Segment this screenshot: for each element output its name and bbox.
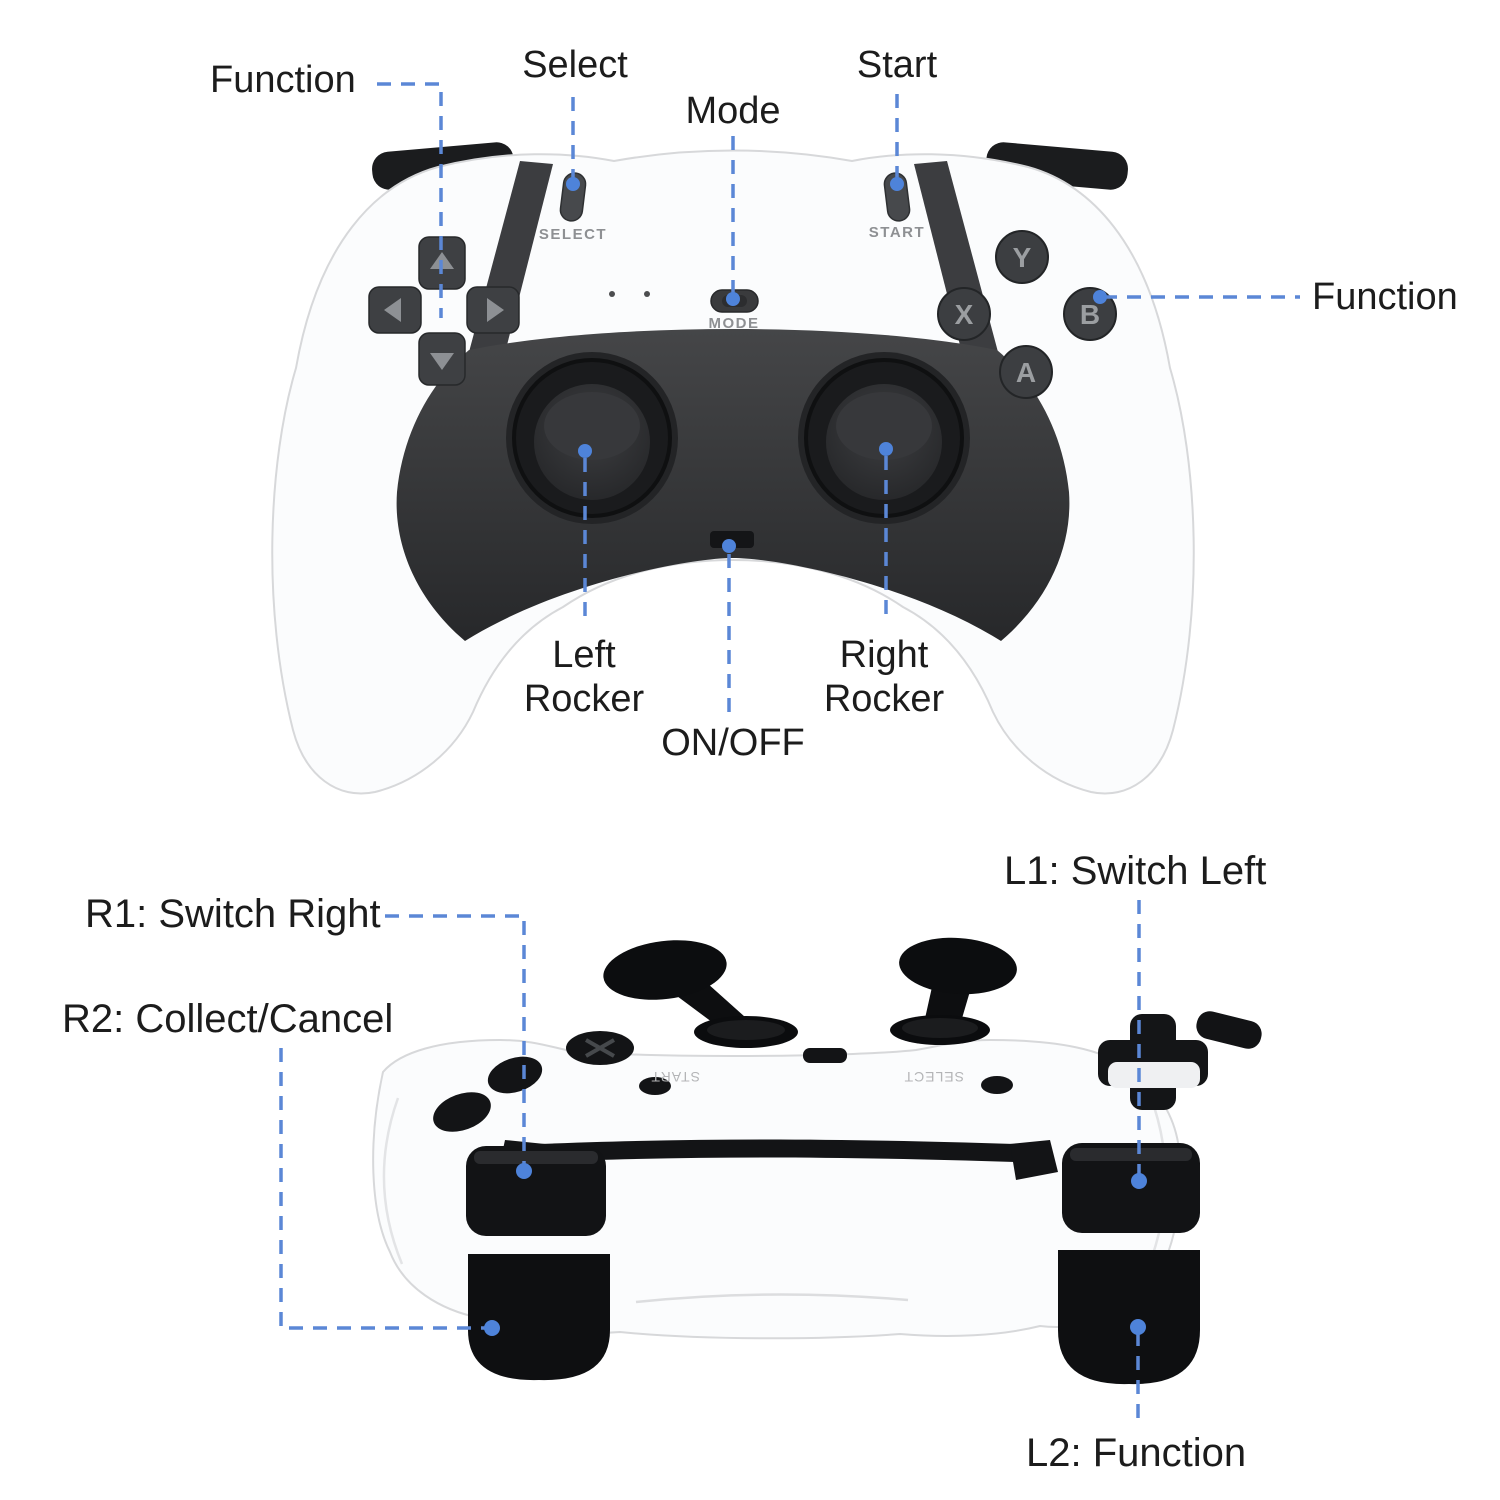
back-start-print: START [650, 1069, 700, 1085]
a-button-letter: A [1016, 357, 1036, 388]
led-dot-1 [609, 291, 615, 297]
l1-button-highlight [1070, 1148, 1192, 1161]
label-right-rocker: Right Rocker [823, 634, 945, 720]
dpad-down-arrow-icon [430, 353, 454, 370]
label-l1: L1: Switch Left [1004, 849, 1267, 893]
b-button-letter: B [1080, 299, 1100, 330]
back-left-stick [603, 940, 798, 1048]
back-trim-band [540, 1139, 1015, 1162]
x-button [937, 287, 991, 341]
label-mode: Mode [685, 90, 781, 132]
back-dpad-highlight [1108, 1062, 1200, 1088]
callout-dot [516, 1163, 532, 1179]
label-r1: R1: Switch Right [85, 892, 381, 936]
x-button-letter: X [955, 299, 974, 330]
y-button [995, 230, 1049, 284]
back-dpad-silhouette [1098, 1011, 1262, 1110]
front-center-panel [396, 329, 1070, 641]
r1-button-highlight [474, 1151, 598, 1164]
on-off-switch [710, 531, 754, 548]
callout-dot [722, 539, 736, 553]
r1-button [466, 1146, 606, 1236]
callout-dot [1131, 1173, 1147, 1189]
callout-dot [890, 177, 904, 191]
callout-dot [726, 292, 740, 306]
label-r2: R2: Collect/Cancel [62, 997, 394, 1041]
back-power-button [803, 1048, 847, 1063]
back-select-button-silhouette [981, 1076, 1013, 1094]
callout-dots [484, 177, 1147, 1336]
back-shell-seam [635, 1293, 909, 1304]
y-button-letter: Y [1013, 242, 1032, 273]
label-left-rocker: Left Rocker [523, 634, 645, 720]
l2-trigger [1058, 1250, 1200, 1385]
left-stick-cap [544, 392, 640, 460]
back-right-stick [890, 937, 1017, 1045]
l1-button [1062, 1143, 1200, 1233]
label-on-off: ON/OFF [661, 722, 805, 764]
callout-dot [1130, 1319, 1146, 1335]
callout-dot [879, 442, 893, 456]
back-right-stick-collar-inner [902, 1018, 978, 1038]
back-face-button-silhouette-2 [433, 1092, 491, 1132]
callout-dot [484, 1320, 500, 1336]
back-right-stick-cap [899, 937, 1017, 995]
label-select: Select [522, 44, 628, 86]
dpad-left-arrow-icon [384, 298, 401, 322]
back-x-button-glyph-icon [585, 1038, 615, 1058]
right-stick-cap [836, 392, 932, 460]
label-start: Start [856, 44, 938, 86]
mode-printed-label: MODE [709, 315, 760, 332]
callout-dot [566, 177, 580, 191]
back-trim-flare-right [1010, 1140, 1058, 1180]
callout-dot [1093, 290, 1107, 304]
dpad-right-arrow-icon [487, 298, 504, 322]
back-shoulder-silhouette [1196, 1011, 1262, 1049]
r2-trigger [468, 1254, 610, 1381]
front-controller-photo: SELECT START MODE Y X B A [271, 142, 1195, 795]
select-printed-label: SELECT [539, 226, 607, 243]
start-printed-label: START [869, 224, 925, 241]
back-face-button-silhouette-1 [487, 1056, 543, 1094]
led-dot-2 [644, 291, 650, 297]
back-left-grip-seam [382, 1097, 404, 1265]
label-function-dpad: Function [210, 59, 356, 101]
label-l2: L2: Function [1026, 1431, 1247, 1475]
callout-lines [279, 82, 1300, 1428]
back-left-stick-collar-inner [707, 1020, 785, 1040]
a-button [999, 345, 1053, 399]
back-start-button-silhouette [639, 1077, 671, 1095]
r2-callout-line [279, 1048, 486, 1330]
back-select-print: SELECT [904, 1069, 964, 1085]
back-controller-photo: START SELECT [372, 937, 1262, 1385]
function-dpad-callout-line [377, 82, 443, 318]
callout-dot [578, 444, 592, 458]
back-left-stick-cap [603, 940, 727, 1000]
label-function-b: Function [1312, 276, 1458, 318]
